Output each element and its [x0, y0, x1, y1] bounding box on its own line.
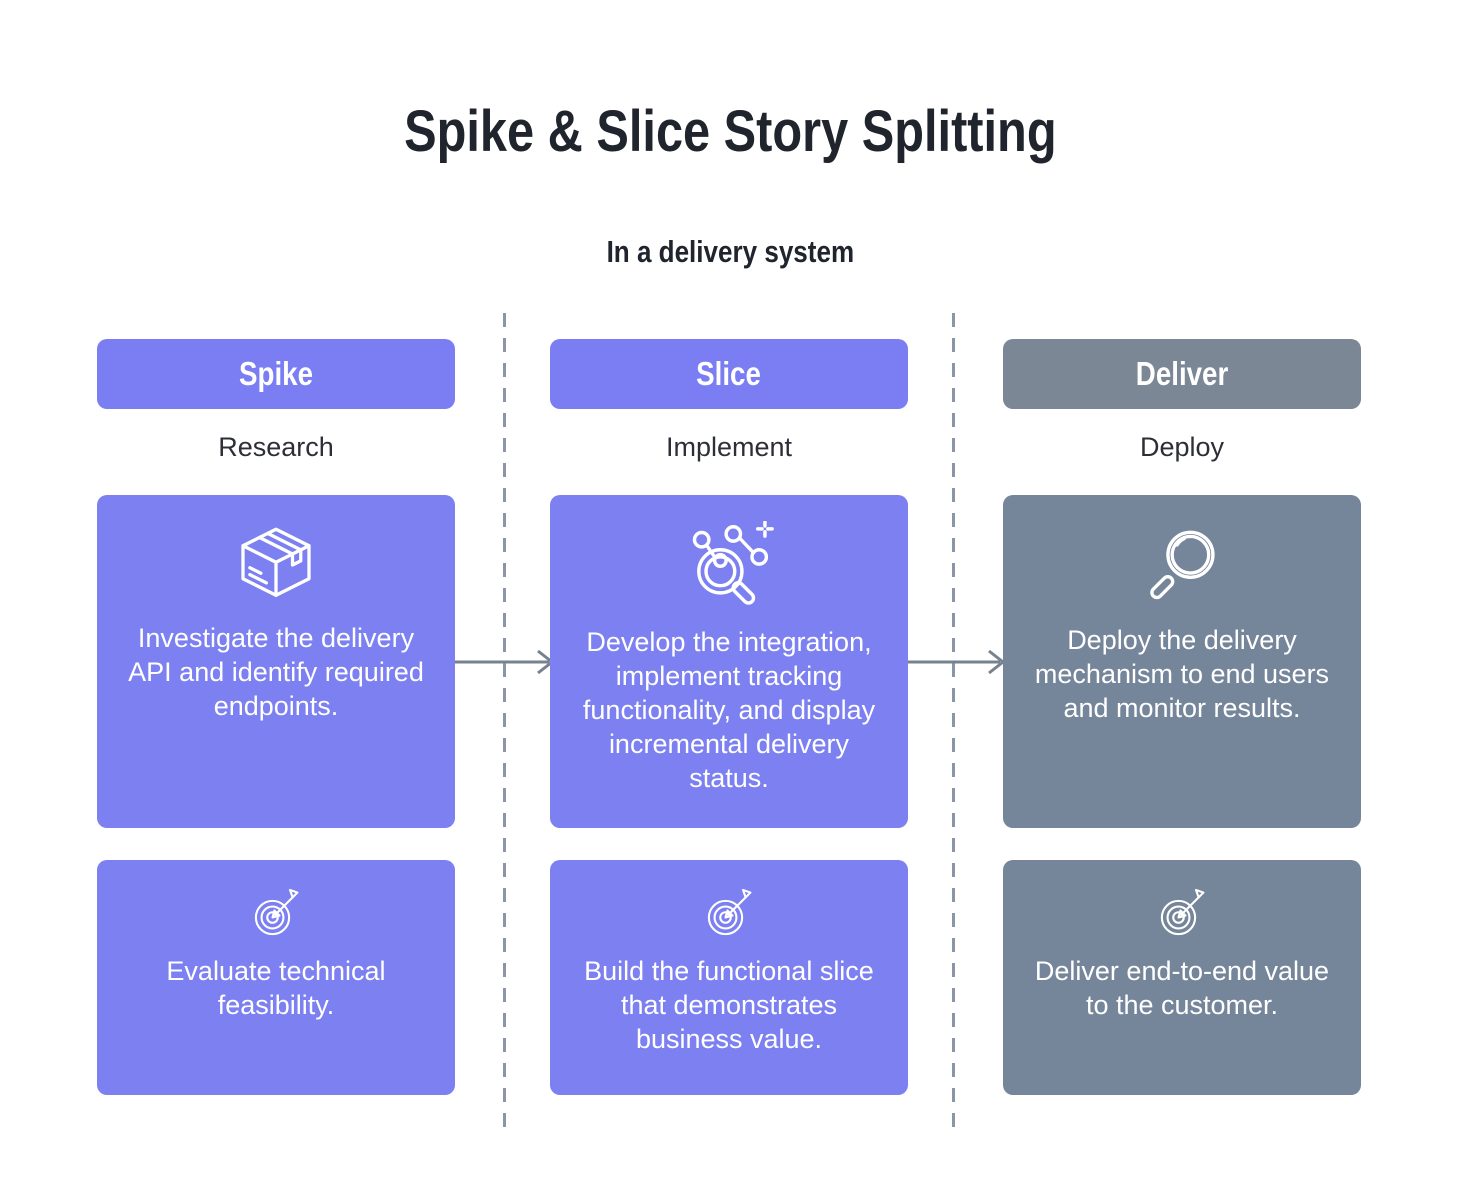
slice-secondary-card: Build the functional slice that demonstr…: [550, 860, 908, 1095]
spike-header-label: Spike: [239, 355, 313, 392]
slice-header-label: Slice: [696, 355, 762, 392]
spike-stage-label: Research: [218, 432, 334, 462]
slice-secondary-card-text: Build the functional slice that demonstr…: [584, 956, 874, 1055]
slice-main-card: Develop the integration, implement track…: [550, 495, 908, 828]
spike-header-pill: Spike: [97, 339, 455, 409]
slice-header-pill: Slice: [550, 339, 908, 409]
column-slice: Slice Implement Develop the integratio: [550, 339, 908, 1095]
column-deliver: Deliver Deploy Deploy the delivery mecha…: [1003, 339, 1361, 1095]
target-icon: [1154, 886, 1210, 942]
column-spike: Spike Research Investigate the delivery …: [97, 339, 455, 1095]
deliver-secondary-card-text: Deliver end-to-end value to the customer…: [1034, 956, 1330, 1021]
deliver-header-pill: Deliver: [1003, 339, 1361, 409]
page-subtitle-text: In a delivery system: [606, 234, 854, 269]
spike-main-card-text: Investigate the delivery API and identif…: [128, 623, 424, 722]
target-icon: [701, 886, 757, 942]
spike-secondary-card: Evaluate technical feasibility.: [97, 860, 455, 1095]
deliver-main-card: Deploy the delivery mechanism to end use…: [1003, 495, 1361, 828]
deliver-main-card-text: Deploy the delivery mechanism to end use…: [1034, 625, 1330, 724]
magnifier-icon: [1137, 521, 1227, 611]
package-icon: [232, 521, 320, 609]
page-title-text: Spike & Slice Story Splitting: [403, 99, 1057, 164]
deliver-header-label: Deliver: [1135, 355, 1229, 392]
network-magnifier-icon: [683, 521, 775, 613]
page-title: Spike & Slice Story Splitting: [0, 98, 1460, 165]
spike-main-card: Investigate the delivery API and identif…: [97, 495, 455, 828]
target-icon: [248, 886, 304, 942]
page-subtitle: In a delivery system: [0, 234, 1460, 270]
deliver-stage-label: Deploy: [1139, 432, 1225, 462]
arrow-slice-to-deliver: [908, 649, 1006, 675]
slice-main-card-text: Develop the integration, implement track…: [582, 627, 876, 794]
deliver-secondary-card: Deliver end-to-end value to the customer…: [1003, 860, 1361, 1095]
slice-stage-label: Implement: [665, 432, 793, 462]
spike-secondary-card-text: Evaluate technical feasibility.: [166, 956, 386, 1021]
